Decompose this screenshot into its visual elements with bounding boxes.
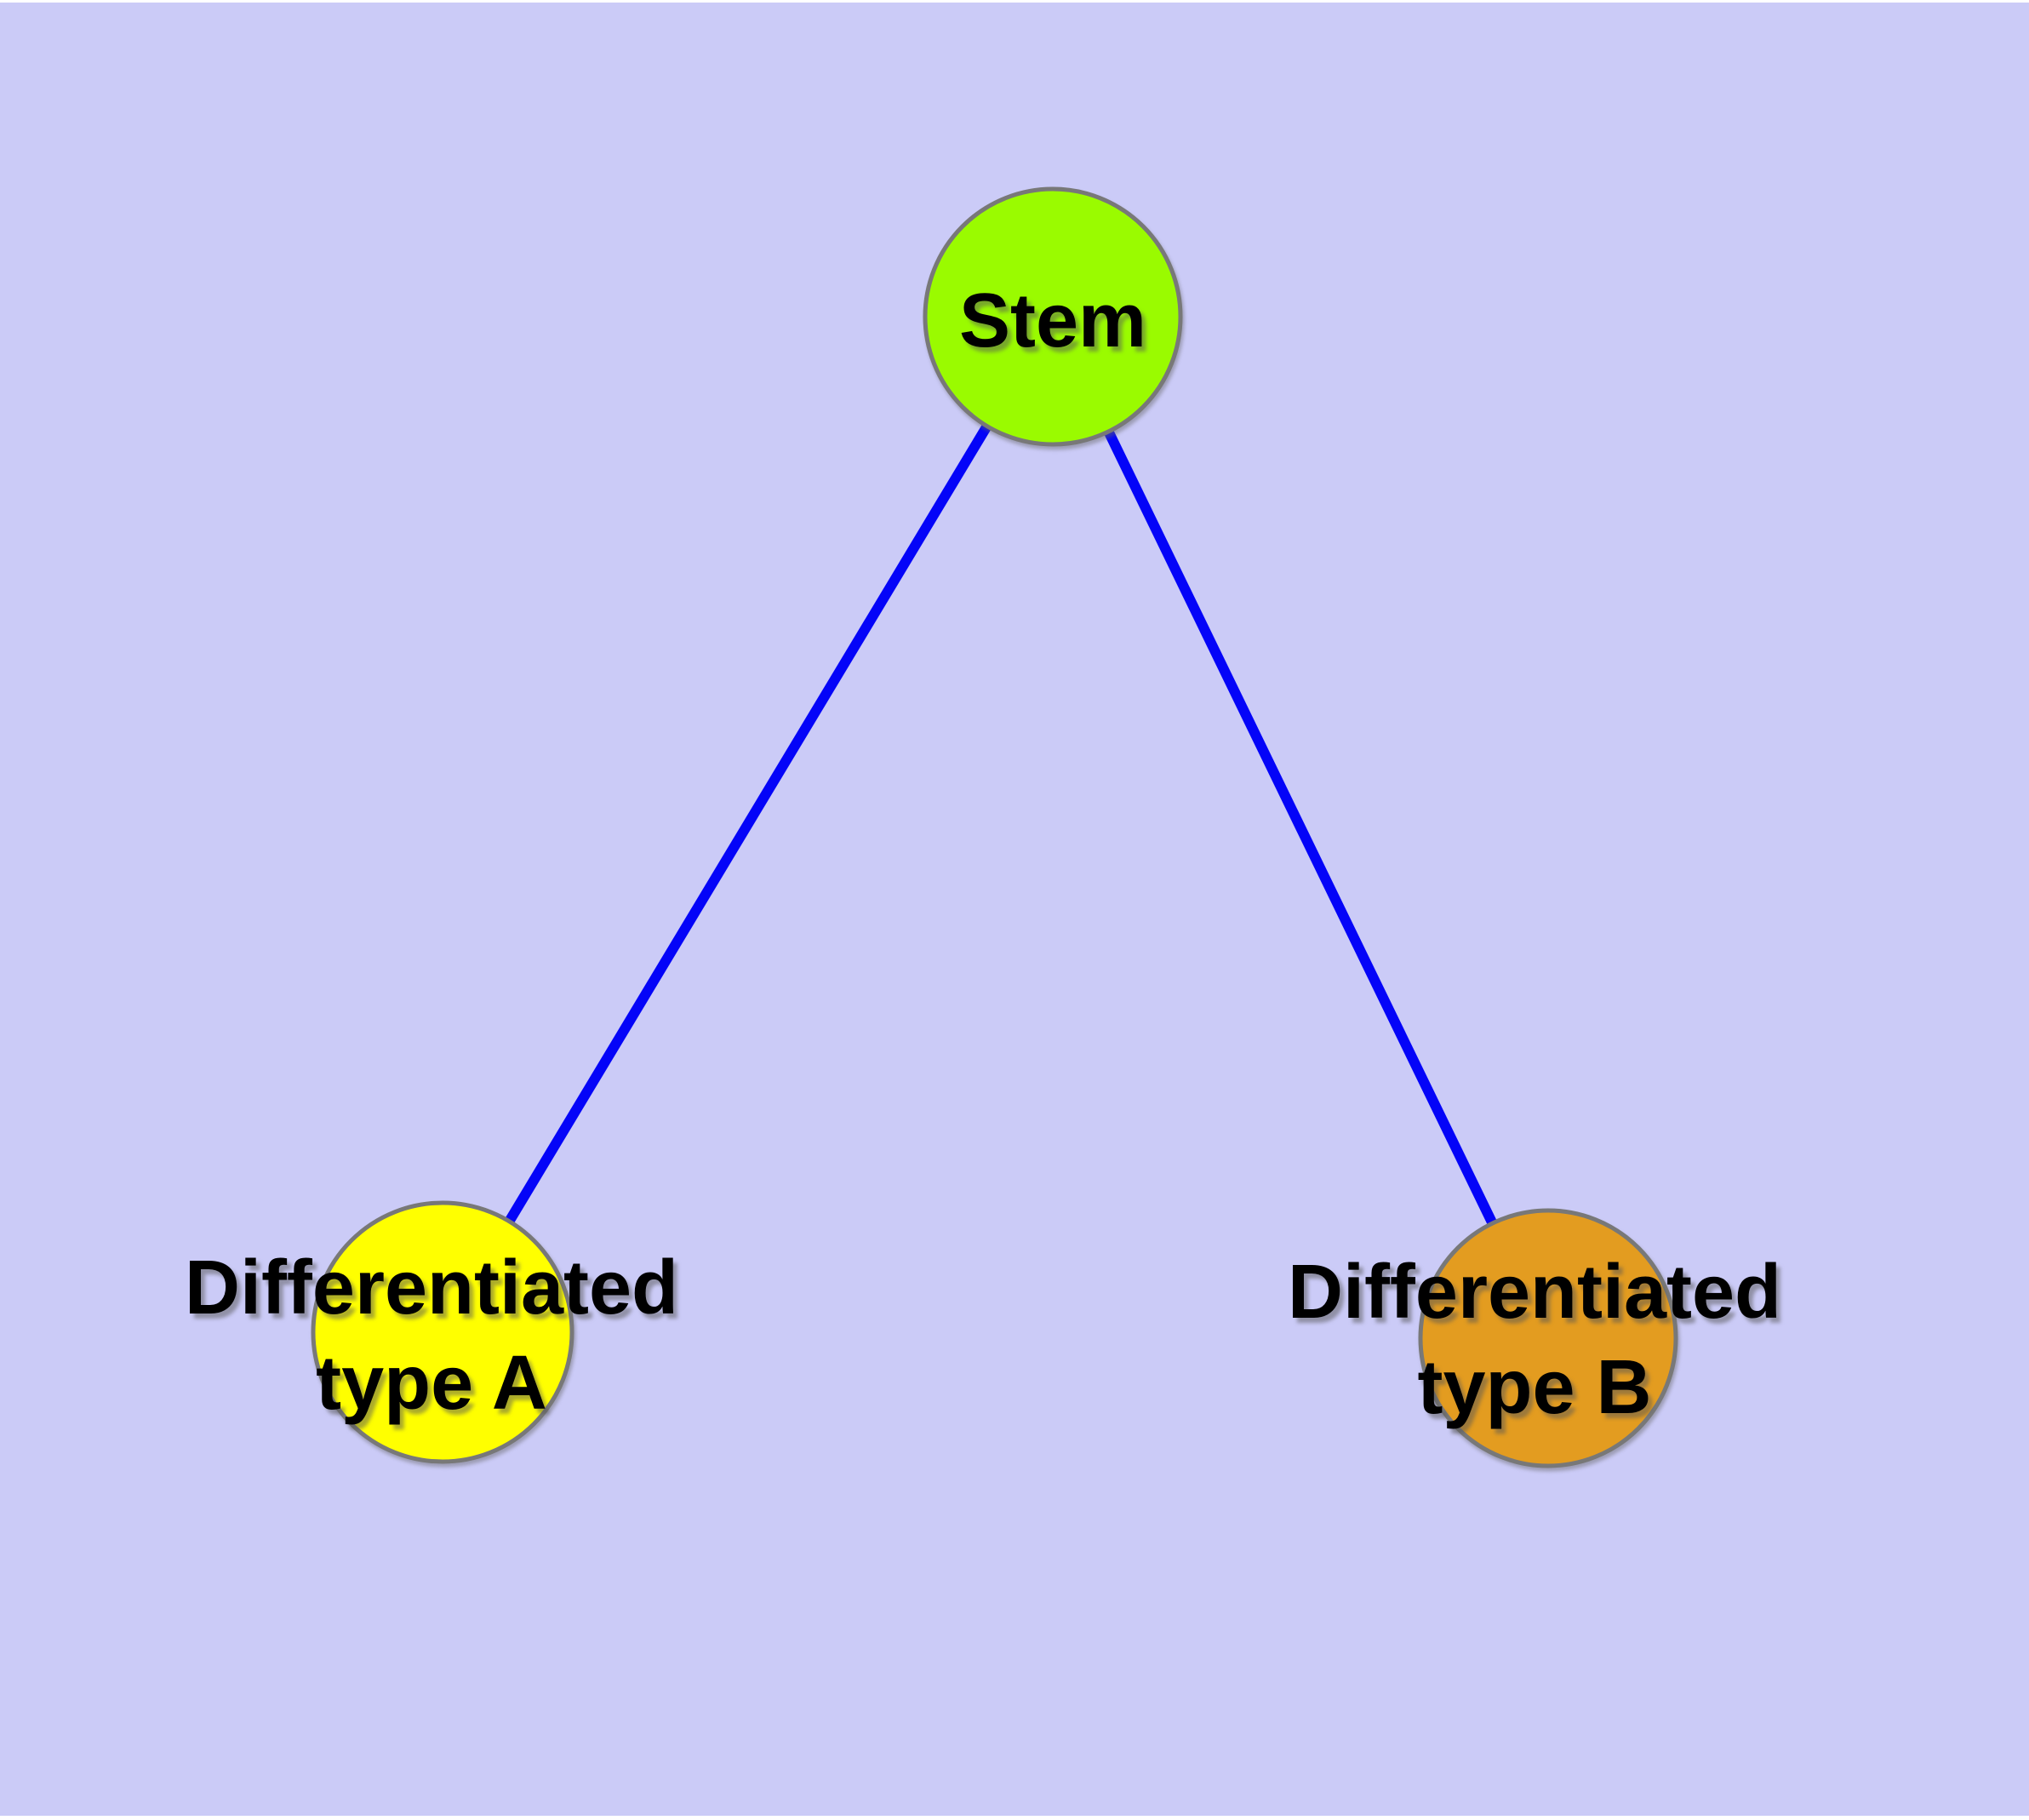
node-stem-label: Stem [959,278,1146,363]
edge-stem-to-type-b [1048,314,1553,1341]
node-type-b-label-line1: Differentiated [1288,1250,1781,1335]
node-type-a-label-line1: Differentiated [185,1245,678,1331]
node-type-a-circle [311,1200,574,1464]
node-type-b-label-line2: type B [1417,1345,1651,1430]
edge-stem-to-type-a [437,313,1058,1336]
node-type-b-circle [1418,1208,1678,1468]
node-stem-circle [923,186,1183,447]
node-type-a-label-line2: type A [316,1341,547,1426]
